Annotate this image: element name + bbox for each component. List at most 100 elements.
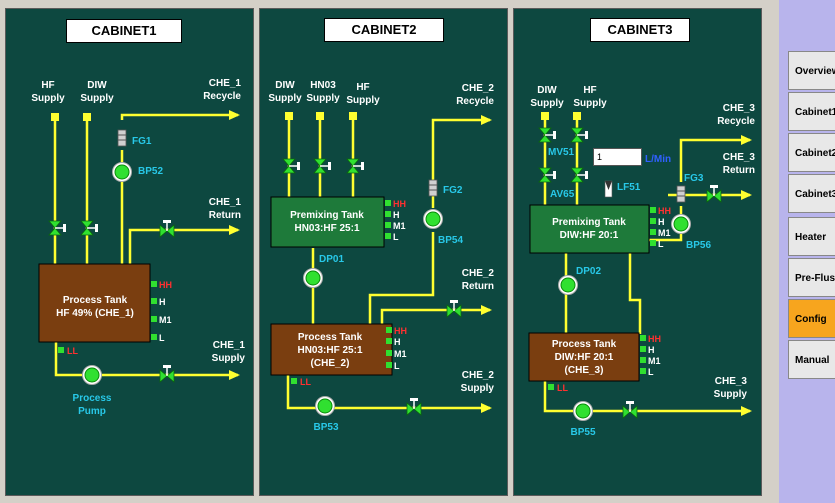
cab2-premix-hh: HH <box>393 199 406 209</box>
cab1-hf-supply-label: HF <box>41 80 54 91</box>
cab2-fg2-label: FG2 <box>443 185 463 196</box>
cab2-hno3-supply-label: HN03 <box>310 80 336 91</box>
cab1-level-hh: HH <box>159 280 172 290</box>
cab3-process-tank[interactable] <box>528 332 640 382</box>
cab2-tank-sub2: (CHE_2) <box>311 358 350 369</box>
cab3-premix-tank[interactable] <box>529 204 650 254</box>
cab2-hno3-supply-label2: Supply <box>306 93 340 104</box>
cab3-premix-title: Premixing Tank <box>552 217 626 228</box>
cab2-premix-tank[interactable] <box>270 196 385 248</box>
nav-overview-button[interactable]: Overview <box>788 51 835 90</box>
cab2-dp01-label: DP01 <box>319 254 344 265</box>
cab3-diw-supply-label: DIW <box>537 85 557 96</box>
cab1-hf-supply-label2: Supply <box>31 93 65 104</box>
cab2-tank-h: H <box>394 337 401 347</box>
cab3-tank-title: Process Tank <box>552 339 617 350</box>
cabinet2-diagram: DIW Supply HN03 Supply HF Supply CHE_2 R… <box>268 80 494 433</box>
cab3-tank-hh: HH <box>648 334 661 344</box>
cab2-premix-m1: M1 <box>393 221 406 231</box>
cab1-recycle-label: CHE_1 <box>209 78 242 89</box>
cab3-tank-ll: LL <box>557 383 568 393</box>
cab1-recycle-label2: Recycle <box>203 91 241 102</box>
cab2-recycle-label2: Recycle <box>456 96 494 107</box>
cab1-tank-title: Process Tank <box>63 295 128 306</box>
cab2-tank-hh: HH <box>394 326 407 336</box>
nav-cabinet2-button[interactable]: Cabinet2 <box>788 133 835 172</box>
nav-config-button[interactable]: Config <box>788 299 835 338</box>
cab3-flow-unit: L/Min <box>645 154 671 165</box>
cab3-recycle-label: CHE_3 <box>723 103 756 114</box>
cab1-return-label: CHE_1 <box>209 197 242 208</box>
cab2-hf-supply-label: HF <box>356 82 369 93</box>
nav-heater-button[interactable]: Heater <box>788 217 835 256</box>
cab1-level-h: H <box>159 297 166 307</box>
cabinet3-diagram: DIW Supply HF Supply CHE_3 Recycle CHE_3… <box>528 85 756 438</box>
cab3-supply-out-label: CHE_3 <box>715 376 748 387</box>
nav-manual-button[interactable]: Manual <box>788 340 835 379</box>
cab1-diw-supply-label2: Supply <box>80 93 114 104</box>
cabinet2-title: CABINET2 <box>324 18 444 42</box>
cab3-premix-hh: HH <box>658 206 671 216</box>
cab3-return-label: CHE_3 <box>723 152 756 163</box>
nav-cabinet3-button[interactable]: Cabinet3 <box>788 174 835 213</box>
cab3-lf51-label: LF51 <box>617 182 641 193</box>
cab3-fg3-label: FG3 <box>684 173 704 184</box>
cab1-return-label2: Return <box>209 210 241 221</box>
cab3-hf-supply-label: HF <box>583 85 596 96</box>
cab3-diw-supply-label2: Supply <box>530 98 564 109</box>
nav-preflush-button[interactable]: Pre-Flush <box>788 258 835 297</box>
cab3-bp55-label: BP55 <box>570 427 595 438</box>
cab3-premix-l: L <box>658 239 664 249</box>
cab3-supply-out-label2: Supply <box>714 389 748 400</box>
cab2-bp53-label: BP53 <box>313 422 338 433</box>
cab3-premix-h: H <box>658 217 665 227</box>
cab2-tank-l: L <box>394 361 400 371</box>
cab1-pump-label: Process <box>73 393 112 404</box>
cab2-tank-m1: M1 <box>394 349 407 359</box>
cab1-fg1-label: FG1 <box>132 136 152 147</box>
cab1-tank-sub: HF 49% (CHE_1) <box>56 308 134 319</box>
nav-cabinet1-button[interactable]: Cabinet1 <box>788 92 835 131</box>
cab1-process-tank[interactable] <box>38 263 151 343</box>
cab3-tank-sub: DIW:HF 20:1 <box>555 352 614 363</box>
cab2-process-tank[interactable] <box>270 323 393 376</box>
cab2-tank-ll: LL <box>300 377 311 387</box>
cab2-premix-sub: HN03:HF 25:1 <box>294 223 359 234</box>
cab3-bp56-label: BP56 <box>686 240 711 251</box>
cab3-av65-label: AV65 <box>550 189 575 200</box>
cabinet3-title: CABINET3 <box>590 18 690 42</box>
cabinet1-title: CABINET1 <box>66 19 182 43</box>
cab3-return-label2: Return <box>723 165 755 176</box>
cab2-tank-sub: HN03:HF 25:1 <box>297 345 362 356</box>
cab3-dp02-label: DP02 <box>576 266 601 277</box>
cab1-diw-supply-label: DIW <box>87 80 107 91</box>
cab2-return-label: CHE_2 <box>462 268 495 279</box>
cab2-tank-title: Process Tank <box>298 332 363 343</box>
cab3-recycle-label2: Recycle <box>717 116 755 127</box>
cab3-tank-m1: M1 <box>648 356 661 366</box>
cab3-tank-l: L <box>648 367 654 377</box>
cabinet2-panel <box>259 8 508 496</box>
cab3-tank-h: H <box>648 345 655 355</box>
cabinet1-diagram: HF Supply DIW Supply CHE_1 Recycle CHE_1… <box>31 78 245 417</box>
cab1-level-ll: LL <box>67 346 78 356</box>
cab2-diw-supply-label2: Supply <box>268 93 302 104</box>
cab1-supply-out-label: CHE_1 <box>213 340 246 351</box>
cab1-level-m1: M1 <box>159 315 172 325</box>
cab2-return-label2: Return <box>462 281 494 292</box>
cab2-premix-title: Premixing Tank <box>290 210 364 221</box>
cab3-flow-input[interactable] <box>593 148 642 166</box>
cab1-level-l: L <box>159 333 165 343</box>
cab3-premix-m1: M1 <box>658 228 671 238</box>
cab1-supply-out-label2: Supply <box>212 353 246 364</box>
cab2-hf-supply-label2: Supply <box>346 95 380 106</box>
cab2-diw-supply-label: DIW <box>275 80 295 91</box>
cab2-supply-out-label: CHE_2 <box>462 370 495 381</box>
cab3-tank-sub2: (CHE_3) <box>565 365 604 376</box>
cab2-supply-out-label2: Supply <box>461 383 495 394</box>
cab3-mv51-label: MV51 <box>548 147 575 158</box>
cab2-premix-h: H <box>393 210 400 220</box>
cab2-premix-l: L <box>393 232 399 242</box>
cab1-bp52-label: BP52 <box>138 166 163 177</box>
